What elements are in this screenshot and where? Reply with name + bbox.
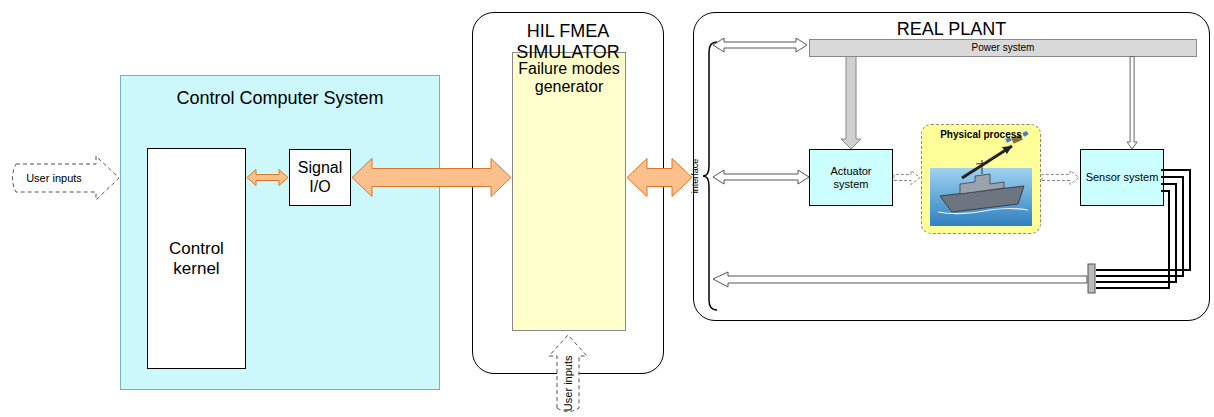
power-arrow bbox=[841, 57, 861, 150]
io-arrow bbox=[247, 170, 288, 186]
node-text: Sensor system bbox=[1082, 171, 1163, 184]
node-text: Control kernel bbox=[148, 239, 245, 278]
power-arrow bbox=[1127, 57, 1137, 150]
simulator-box: HIL FMEA SIMULATORFailure modes generato… bbox=[472, 12, 664, 374]
input-arrow: User inputs bbox=[548, 334, 588, 414]
feedback-arrow bbox=[713, 272, 1087, 287]
interface-bracket bbox=[703, 42, 717, 310]
node-text: Control Computer System bbox=[172, 88, 387, 109]
node-text: HIL FMEA SIMULATOR bbox=[489, 21, 647, 62]
system-box: Control Computer SystemControl kernel Sig… bbox=[120, 75, 440, 390]
process-arrow bbox=[1042, 171, 1079, 185]
input-arrow: User inputs bbox=[8, 155, 120, 201]
plant-box: REAL PLANT Power systemActuator system Phy… bbox=[693, 12, 1210, 321]
node-text: User inputs bbox=[562, 355, 575, 411]
wire-collector bbox=[1088, 264, 1095, 293]
bus-arrow bbox=[713, 170, 809, 184]
bus-arrow bbox=[352, 159, 511, 197]
generator-box: Failure modes generator bbox=[512, 52, 626, 331]
actuator-box: Actuator system bbox=[809, 149, 893, 206]
process-arrow bbox=[894, 171, 920, 185]
node-text: Power system bbox=[968, 42, 1039, 54]
node-text: Signal I/O bbox=[290, 159, 350, 196]
node-text: Physical process bbox=[936, 129, 1026, 141]
interface-label: interface bbox=[690, 159, 700, 194]
power-bar: Power system bbox=[809, 39, 1197, 57]
io-box: Signal I/O bbox=[289, 149, 351, 206]
node-text: User inputs bbox=[22, 172, 86, 185]
sensor-box: Sensor system bbox=[1080, 149, 1164, 206]
ship-illustration bbox=[930, 131, 1032, 226]
bus-arrow bbox=[713, 38, 807, 52]
node-text: Failure modes generator bbox=[513, 60, 625, 97]
node-text: REAL PLANT bbox=[893, 19, 1010, 40]
bus-arrow bbox=[627, 159, 692, 197]
kernel-box: Control kernel bbox=[147, 148, 246, 369]
node-text: Actuator system bbox=[810, 165, 892, 190]
process-box: Physical process bbox=[921, 124, 1041, 234]
sensor-wires bbox=[1096, 170, 1190, 288]
